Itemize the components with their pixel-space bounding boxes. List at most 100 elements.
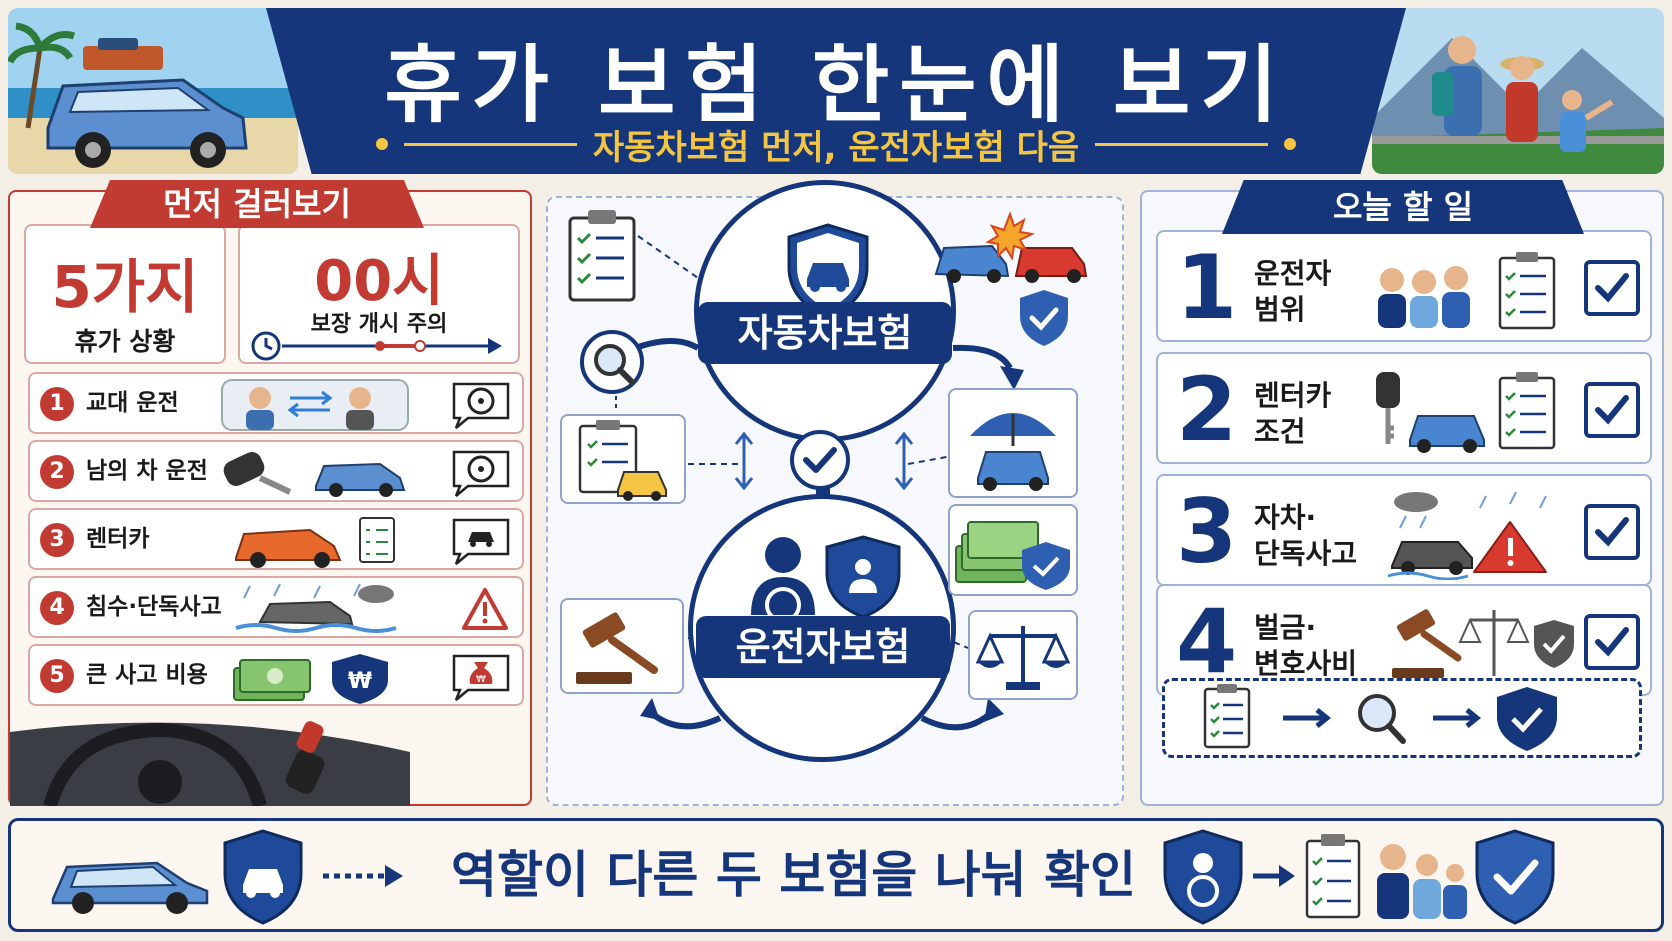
checkbox[interactable]: [1584, 382, 1640, 438]
flooded-car-icon: [235, 583, 397, 633]
page-subtitle: 자동차보험 먼저, 운전자보험 다음: [592, 127, 1080, 168]
rain-car-warning-icon: [1387, 491, 1547, 580]
gavel-card: [560, 598, 684, 694]
item-label: 렌터카: [86, 526, 150, 552]
scales-card: [968, 610, 1078, 700]
task-number: 1: [1176, 236, 1238, 339]
warning-icon: [462, 588, 508, 630]
right-panel-tab: 오늘 할 일: [1222, 180, 1584, 234]
clipboard-icon: [568, 210, 636, 302]
task-number: 2: [1176, 358, 1238, 461]
driver-shield-icon: [1163, 829, 1243, 925]
dot-icon: [376, 138, 388, 150]
header: 휴가 보험 한눈에 보기 자동차보험 먼저, 운전자보험 다음: [8, 8, 1664, 174]
task-row: 1 운전자 범위: [1156, 230, 1652, 342]
process-flow-icons: [1203, 684, 1557, 751]
item-number: 1: [40, 387, 74, 421]
umbrella-car-card: [948, 388, 1078, 498]
key-car-clipboard-icon: [1376, 372, 1556, 453]
task-label: 벌금· 변호사비: [1254, 610, 1357, 682]
footer-message: 역할이 다른 두 보험을 나눠 확인: [451, 846, 1137, 904]
money-card: [948, 504, 1078, 596]
stat-value: 00시: [314, 249, 444, 314]
task-label-line: 운전자: [1254, 257, 1332, 290]
cash-shield-icon: [955, 521, 1070, 590]
money-bag-icon: ₩: [452, 654, 510, 701]
justice-scales-icon: [975, 626, 1071, 690]
item-label: 침수·단독사고: [86, 594, 222, 620]
task-label: 운전자 범위: [1254, 256, 1331, 328]
task-label-line: 조건: [1254, 415, 1306, 448]
check-circle-icon: [790, 430, 850, 490]
beach-car-illustration: [8, 8, 298, 174]
clipboard-icon: [1305, 834, 1361, 919]
list-item: 2 남의 차 운전: [28, 440, 524, 502]
arrow-right-icon: [1253, 865, 1295, 887]
process-strip: [1162, 678, 1642, 758]
shield-check-icon: [1475, 829, 1555, 925]
task-label: 자차· 단독사고: [1254, 500, 1357, 572]
checkbox[interactable]: [1584, 260, 1640, 316]
check-icon: [1595, 517, 1629, 547]
left-panel: 5가지 휴가 상황 00시 보장 개시 주의 1 교대 운전 2: [8, 190, 532, 806]
stat-box-start-time: 00시 보장 개시 주의: [238, 224, 520, 364]
subtitle-row: 자동차보험 먼저, 운전자보험 다음: [376, 126, 1297, 168]
task-label-line: 변호사비: [1254, 647, 1358, 680]
item-number: 5: [40, 659, 74, 693]
driver-swap-icon: [221, 379, 409, 431]
item-number: 4: [40, 591, 74, 625]
car-insurance-label: 자동차보험: [698, 302, 952, 364]
car-shield-icon: [787, 223, 869, 319]
item-label: 남의 차 운전: [86, 458, 208, 484]
stat-label: 휴가 상황: [74, 327, 176, 356]
cash-and-won-shield-icon: ₩: [233, 654, 388, 704]
clipboard-car-icon: [578, 420, 667, 501]
header-banner: 휴가 보험 한눈에 보기 자동차보험 먼저, 운전자보험 다음: [266, 8, 1406, 174]
task-label-line: 렌터카: [1254, 379, 1332, 412]
task-number: 4: [1176, 590, 1238, 693]
car-speech-icon: [452, 518, 510, 565]
task-label-line: 벌금·: [1254, 611, 1317, 644]
check-icon: [1595, 627, 1629, 657]
divider: [404, 142, 577, 146]
checkbox[interactable]: [1584, 504, 1640, 560]
dot-icon: [1284, 138, 1297, 150]
task-label-line: 범위: [1254, 293, 1306, 326]
dotted-arrow-icon: [323, 865, 403, 887]
family-icon: [1377, 844, 1467, 919]
footer-banner: 역할이 다른 두 보험을 나눠 확인: [8, 818, 1664, 932]
checkbox[interactable]: [1584, 614, 1640, 670]
driver-shield-icon: [751, 535, 901, 619]
task-row: 3 자차· 단독사고: [1156, 474, 1652, 586]
car-shield-icon: [223, 829, 303, 925]
task-number: 3: [1176, 480, 1238, 583]
right-panel: 1 운전자 범위 2 렌터카 조건: [1140, 190, 1664, 806]
dashboard-illustration: [10, 721, 410, 806]
stat-value: 5가지: [51, 253, 199, 321]
list-item: 1 교대 운전: [28, 372, 524, 434]
steering-wheel-icon: [452, 382, 510, 429]
people-clipboard-icon: [1378, 252, 1556, 330]
svg-text:₩: ₩: [348, 669, 372, 694]
page-title: 휴가 보험 한눈에 보기: [384, 36, 1288, 134]
umbrella-car-icon: [970, 413, 1056, 491]
middle-diagram-panel: 자동차보험 운전자보험: [546, 180, 1124, 806]
task-row: 2 렌터카 조건: [1156, 352, 1652, 464]
driver-insurance-label: 운전자보험: [696, 616, 950, 678]
task-label-line: 단독사고: [1254, 537, 1358, 570]
divider: [1095, 142, 1269, 146]
left-panel-tab: 먼저 걸러보기: [90, 180, 424, 228]
item-number: 3: [40, 523, 74, 557]
item-label: 큰 사고 비용: [86, 662, 208, 688]
blue-car-icon: [51, 861, 209, 914]
item-number: 2: [40, 455, 74, 489]
gavel-scales-shield-icon: [1392, 609, 1574, 678]
magnifier-icon: [580, 330, 644, 394]
list-item: 5 큰 사고 비용 ₩ ₩: [28, 644, 524, 706]
stat-label: 보장 개시 주의: [310, 312, 448, 337]
check-icon: [1595, 395, 1629, 425]
rental-car-icon: [235, 517, 395, 568]
task-label: 렌터카 조건: [1254, 378, 1331, 450]
stat-box-situations: 5가지 휴가 상황: [24, 224, 226, 364]
shield-check-icon: [1020, 290, 1068, 346]
